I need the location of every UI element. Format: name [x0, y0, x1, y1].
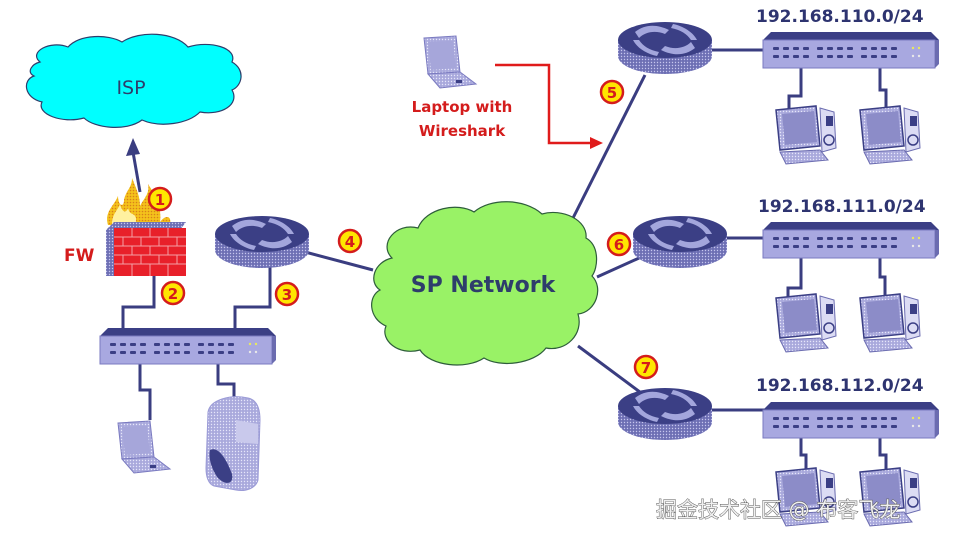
svg-text:7: 7 — [641, 359, 651, 377]
router-icon-7 — [618, 388, 712, 440]
lan-laptop-icon — [117, 420, 171, 474]
capture-point-badge-4: 4 — [337, 228, 363, 254]
capture-point-badge-1: 1 — [147, 186, 173, 212]
router-icon-6 — [633, 216, 727, 268]
subnet-label-111: 192.168.111.0/24 — [758, 197, 926, 217]
wireshark-laptop-icon — [423, 35, 477, 89]
capture-point-badge-7: 7 — [633, 354, 659, 380]
wireshark-laptop-label-line2: Wireshark — [419, 122, 506, 140]
isp-uplink-arrow — [126, 138, 142, 193]
desktop-icon-110-b — [859, 105, 921, 165]
svg-text:3: 3 — [282, 286, 292, 304]
subnet-label-110: 192.168.110.0/24 — [756, 7, 924, 27]
firewall-label: FW — [64, 246, 95, 266]
capture-point-badge-5: 5 — [599, 79, 625, 105]
desktop-icon-111-b — [859, 293, 921, 353]
capture-point-badge-6: 6 — [606, 231, 632, 257]
link-lan-switch-to-laptop — [138, 362, 152, 420]
edge-router-icon — [215, 216, 309, 268]
server-icon — [205, 396, 261, 491]
switch-icon-112 — [762, 401, 940, 439]
capture-point-badge-3: 3 — [274, 281, 300, 307]
isp-cloud: ISP — [25, 33, 242, 128]
capture-arrow — [495, 63, 603, 149]
subnet-label-112: 192.168.112.0/24 — [756, 376, 924, 396]
switch-icon-111 — [762, 221, 940, 259]
link-firewall-to-lan-switch — [121, 272, 156, 335]
link-router-to-lan-switch — [233, 262, 272, 335]
svg-text:2: 2 — [168, 285, 178, 303]
fire-icon — [107, 178, 171, 225]
firewall: FW — [64, 178, 186, 276]
svg-text:5: 5 — [607, 84, 617, 102]
desktop-icon-111-a — [775, 293, 837, 353]
watermark: 掘金技术社区 @ 布客飞龙 — [656, 498, 900, 522]
link-sp-to-router-7 — [577, 344, 649, 400]
isp-cloud-label: ISP — [116, 77, 145, 99]
router-icon-5 — [618, 22, 712, 74]
capture-point-badge-2: 2 — [160, 280, 186, 306]
sp-network-cloud-label: SP Network — [411, 273, 557, 298]
link-router-4-to-sp — [304, 250, 374, 272]
brick-wall-icon — [106, 222, 186, 276]
link-sp-to-router-5 — [566, 74, 647, 229]
svg-text:1: 1 — [155, 191, 165, 209]
switch-icon-110 — [762, 31, 940, 69]
svg-text:6: 6 — [614, 236, 624, 254]
svg-text:4: 4 — [345, 233, 355, 251]
links — [121, 48, 888, 470]
wireshark-laptop-label-line1: Laptop with — [412, 98, 513, 116]
lan-switch-icon — [99, 327, 277, 365]
link-lan-switch-to-server — [216, 362, 236, 398]
desktop-icon-110-a — [775, 105, 837, 165]
sp-network-cloud: SP Network — [371, 201, 599, 366]
